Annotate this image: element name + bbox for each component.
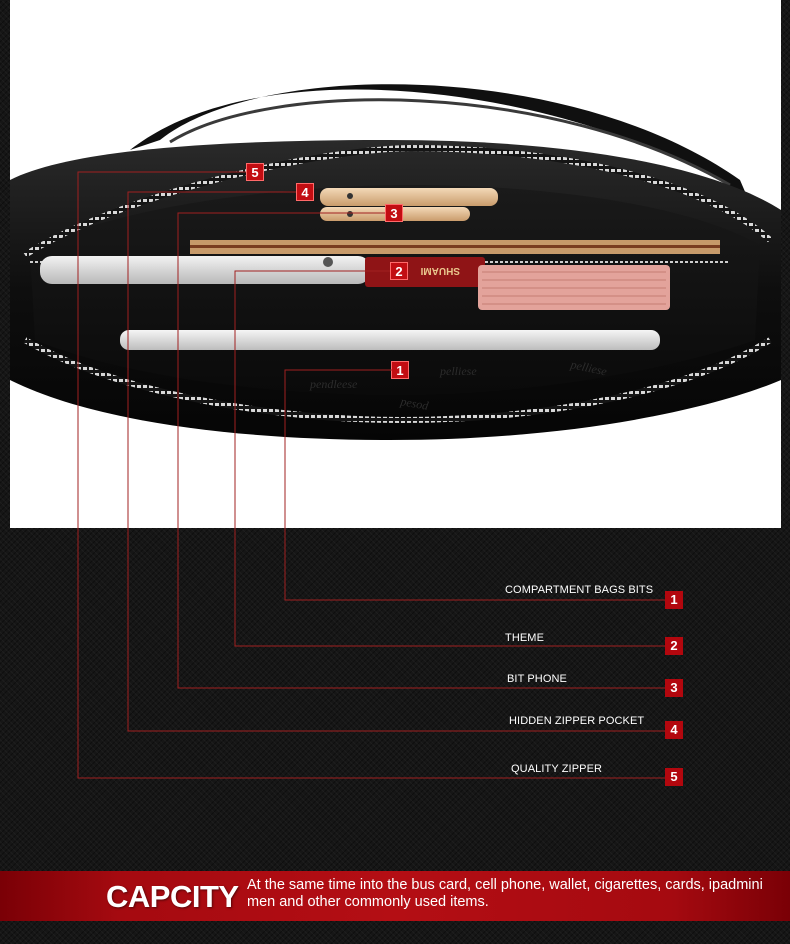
callout-label-1: COMPARTMENT BAGS BITS: [505, 584, 654, 596]
gold-phone-upper: [320, 188, 498, 206]
callout-label-2: THEME: [505, 632, 544, 644]
svg-text:pendleese: pendleese: [309, 377, 358, 391]
callout-number-2: 2: [665, 637, 683, 655]
photo-badge-1: 1: [391, 361, 409, 379]
photo-badge-2: 2: [390, 262, 408, 280]
callout-number-1: 1: [665, 591, 683, 609]
photo-badge-4: 4: [296, 183, 314, 201]
tablet: [120, 330, 660, 350]
wallet-brand: SHUAMI: [420, 265, 460, 276]
silver-phone: [40, 256, 370, 284]
banner-title: CAPCITY: [106, 879, 239, 914]
svg-text:pelliese: pelliese: [439, 364, 477, 378]
bag-strap: [130, 84, 781, 260]
banner-description: At the same time into the bus card, cell…: [247, 877, 763, 910]
callout-label-5: QUALITY ZIPPER: [511, 763, 603, 775]
callout-label-3: BIT PHONE: [507, 673, 567, 685]
callout-label-4: HIDDEN ZIPPER POCKET: [509, 715, 645, 727]
callout-number-3: 3: [665, 679, 683, 697]
photo-badge-3: 3: [385, 204, 403, 222]
photo-badge-5: 5: [246, 163, 264, 181]
capcity-banner: CAPCITY At the same time into the bus ca…: [0, 871, 790, 921]
callout-number-4: 4: [665, 721, 683, 739]
callout-number-5: 5: [665, 768, 683, 786]
